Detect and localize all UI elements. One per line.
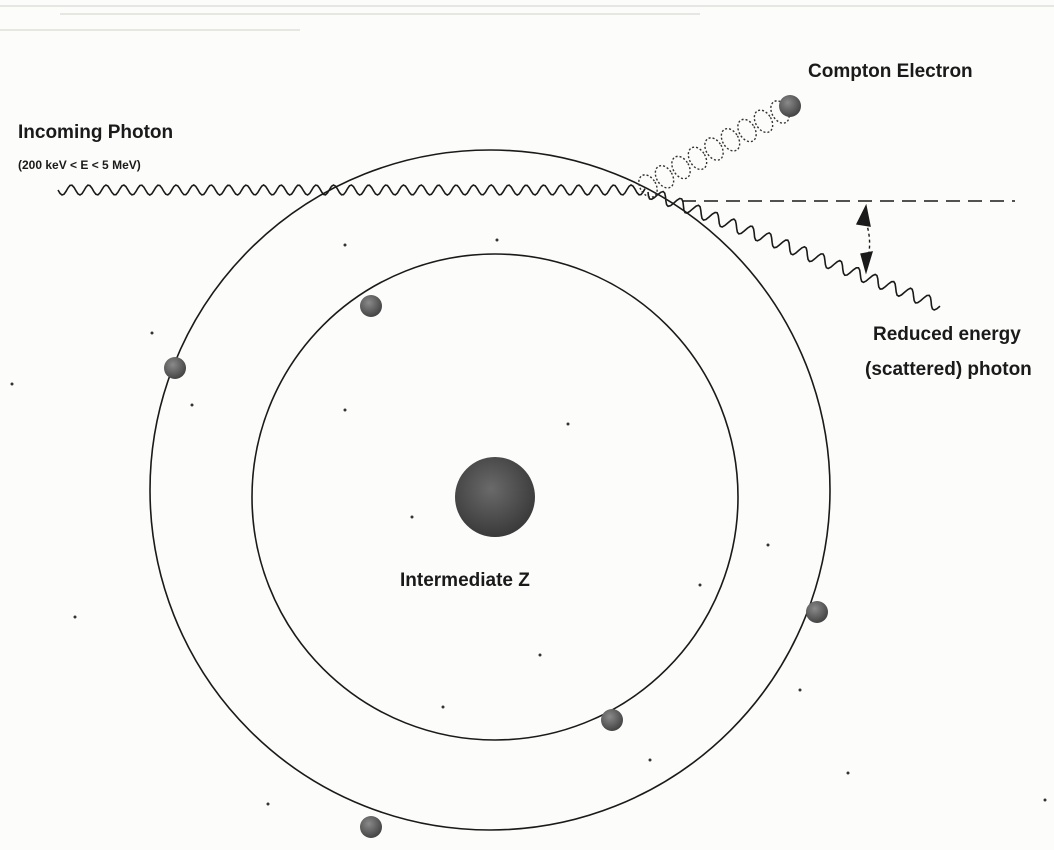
compton-electron [779, 95, 801, 117]
electron-track-loop [753, 109, 774, 134]
scattered-photon-wave [647, 190, 941, 311]
compton-electron-label: Compton Electron [808, 61, 973, 82]
inner-orbit [251, 253, 739, 741]
electron-track-loop [737, 118, 757, 143]
electron-track-loop [638, 174, 658, 198]
electron-track-loop [720, 127, 741, 152]
electron-track-loop [671, 155, 691, 180]
orbital-electrons [164, 295, 828, 838]
nucleus-label: Intermediate Z [400, 570, 530, 591]
incoming-photon-label: Incoming Photon [18, 122, 173, 143]
outer-orbit [149, 149, 831, 831]
incoming-photon-wave [57, 184, 646, 196]
electron [806, 601, 828, 623]
scan-dots [10, 238, 1047, 806]
scan-noise [0, 5, 1054, 31]
compton-electron-track [638, 100, 790, 198]
energy-range-label: (200 keV < E < 5 MeV) [18, 158, 141, 172]
electron [360, 816, 382, 838]
scatter-angle-arrow [855, 203, 873, 275]
electron [164, 357, 186, 379]
nucleus [455, 457, 535, 537]
electron-track-loop [704, 137, 724, 161]
electron [601, 709, 623, 731]
scattered-photon-label-line1: Reduced energy [873, 324, 1021, 345]
electron-track-loop [654, 164, 675, 189]
electron [360, 295, 382, 317]
electron-track-loop [687, 146, 708, 171]
scattered-photon-label-line2: (scattered) photon [865, 359, 1032, 380]
